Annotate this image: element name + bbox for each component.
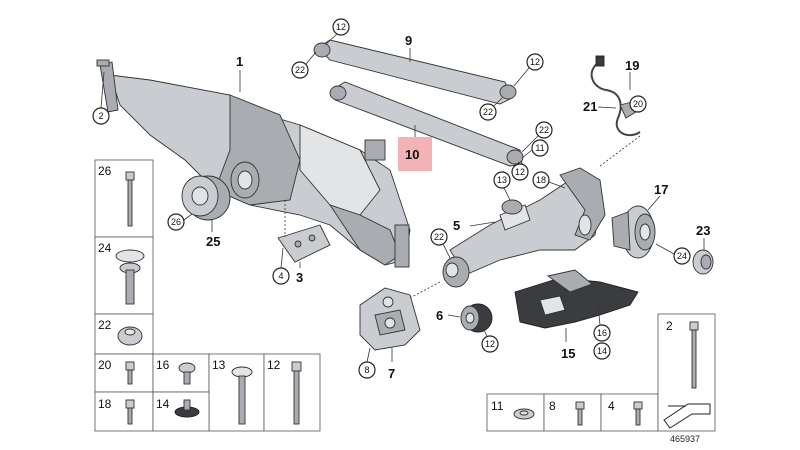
- legend-22: 22: [98, 318, 112, 332]
- legend-13: 13: [212, 358, 226, 372]
- callout-22-c: 22: [539, 125, 549, 135]
- label-3: 3: [296, 270, 303, 285]
- lower-control-arm-highlighted: [329, 81, 524, 167]
- callout-22-d: 22: [434, 232, 444, 242]
- callout-11: 11: [535, 143, 544, 153]
- carrier-bushing: [442, 256, 470, 288]
- legend-24: 24: [98, 241, 112, 255]
- legend-20: 20: [98, 358, 112, 372]
- label-7: 7: [388, 366, 395, 381]
- label-5: 5: [453, 218, 460, 233]
- callout-12-d: 12: [485, 339, 495, 349]
- legend-4: 4: [608, 399, 615, 413]
- dust-cap: [692, 249, 714, 275]
- legend-12: 12: [267, 358, 281, 372]
- reference-number: 465937: [670, 434, 700, 444]
- label-21: 21: [583, 99, 597, 114]
- heat-shield: [514, 269, 639, 329]
- callout-13: 13: [497, 175, 507, 185]
- callout-22-a: 22: [295, 65, 305, 75]
- label-25: 25: [206, 234, 220, 249]
- bearing-bracket: [359, 287, 421, 351]
- fastener-legend-left: 26 24 22 20 16 13 12 18 14: [94, 159, 321, 432]
- callout-12-c: 12: [515, 167, 525, 177]
- callout-18: 18: [536, 175, 546, 185]
- legend-16: 16: [156, 358, 170, 372]
- callout-8: 8: [364, 365, 369, 375]
- callout-26: 26: [171, 217, 181, 227]
- callout-20: 20: [633, 99, 643, 109]
- fastener-legend-right: 11 8 4 2: [486, 313, 716, 432]
- bushing: [181, 175, 231, 221]
- callout-12-a: 12: [336, 22, 346, 32]
- callout-16: 16: [597, 328, 607, 338]
- wheel-hub: [611, 205, 656, 259]
- callout-12-b: 12: [530, 57, 540, 67]
- callout-14: 14: [597, 346, 607, 356]
- label-9: 9: [405, 33, 412, 48]
- callout-24: 24: [677, 251, 687, 261]
- callout-4: 4: [278, 271, 283, 281]
- mounting-plate: [277, 224, 331, 263]
- callout-2: 2: [98, 111, 103, 121]
- rubber-mount: [460, 303, 493, 333]
- label-10: 10: [405, 147, 419, 162]
- legend-18: 18: [98, 397, 112, 411]
- legend-14: 14: [156, 397, 170, 411]
- callout-22-b: 22: [483, 107, 493, 117]
- rear-axle-subframe: [99, 61, 411, 268]
- upper-control-arm: [313, 39, 517, 105]
- label-19: 19: [625, 58, 639, 73]
- label-17: 17: [654, 182, 668, 197]
- highlight-box: [398, 137, 432, 171]
- label-15: 15: [561, 346, 575, 361]
- legend-2: 2: [666, 319, 673, 333]
- label-23: 23: [696, 223, 710, 238]
- label-6: 6: [436, 308, 443, 323]
- legend-8: 8: [549, 399, 556, 413]
- legend-11: 11: [491, 399, 504, 413]
- wheel-carrier: [449, 167, 606, 276]
- label-1: 1: [236, 54, 243, 69]
- legend-26: 26: [98, 164, 112, 178]
